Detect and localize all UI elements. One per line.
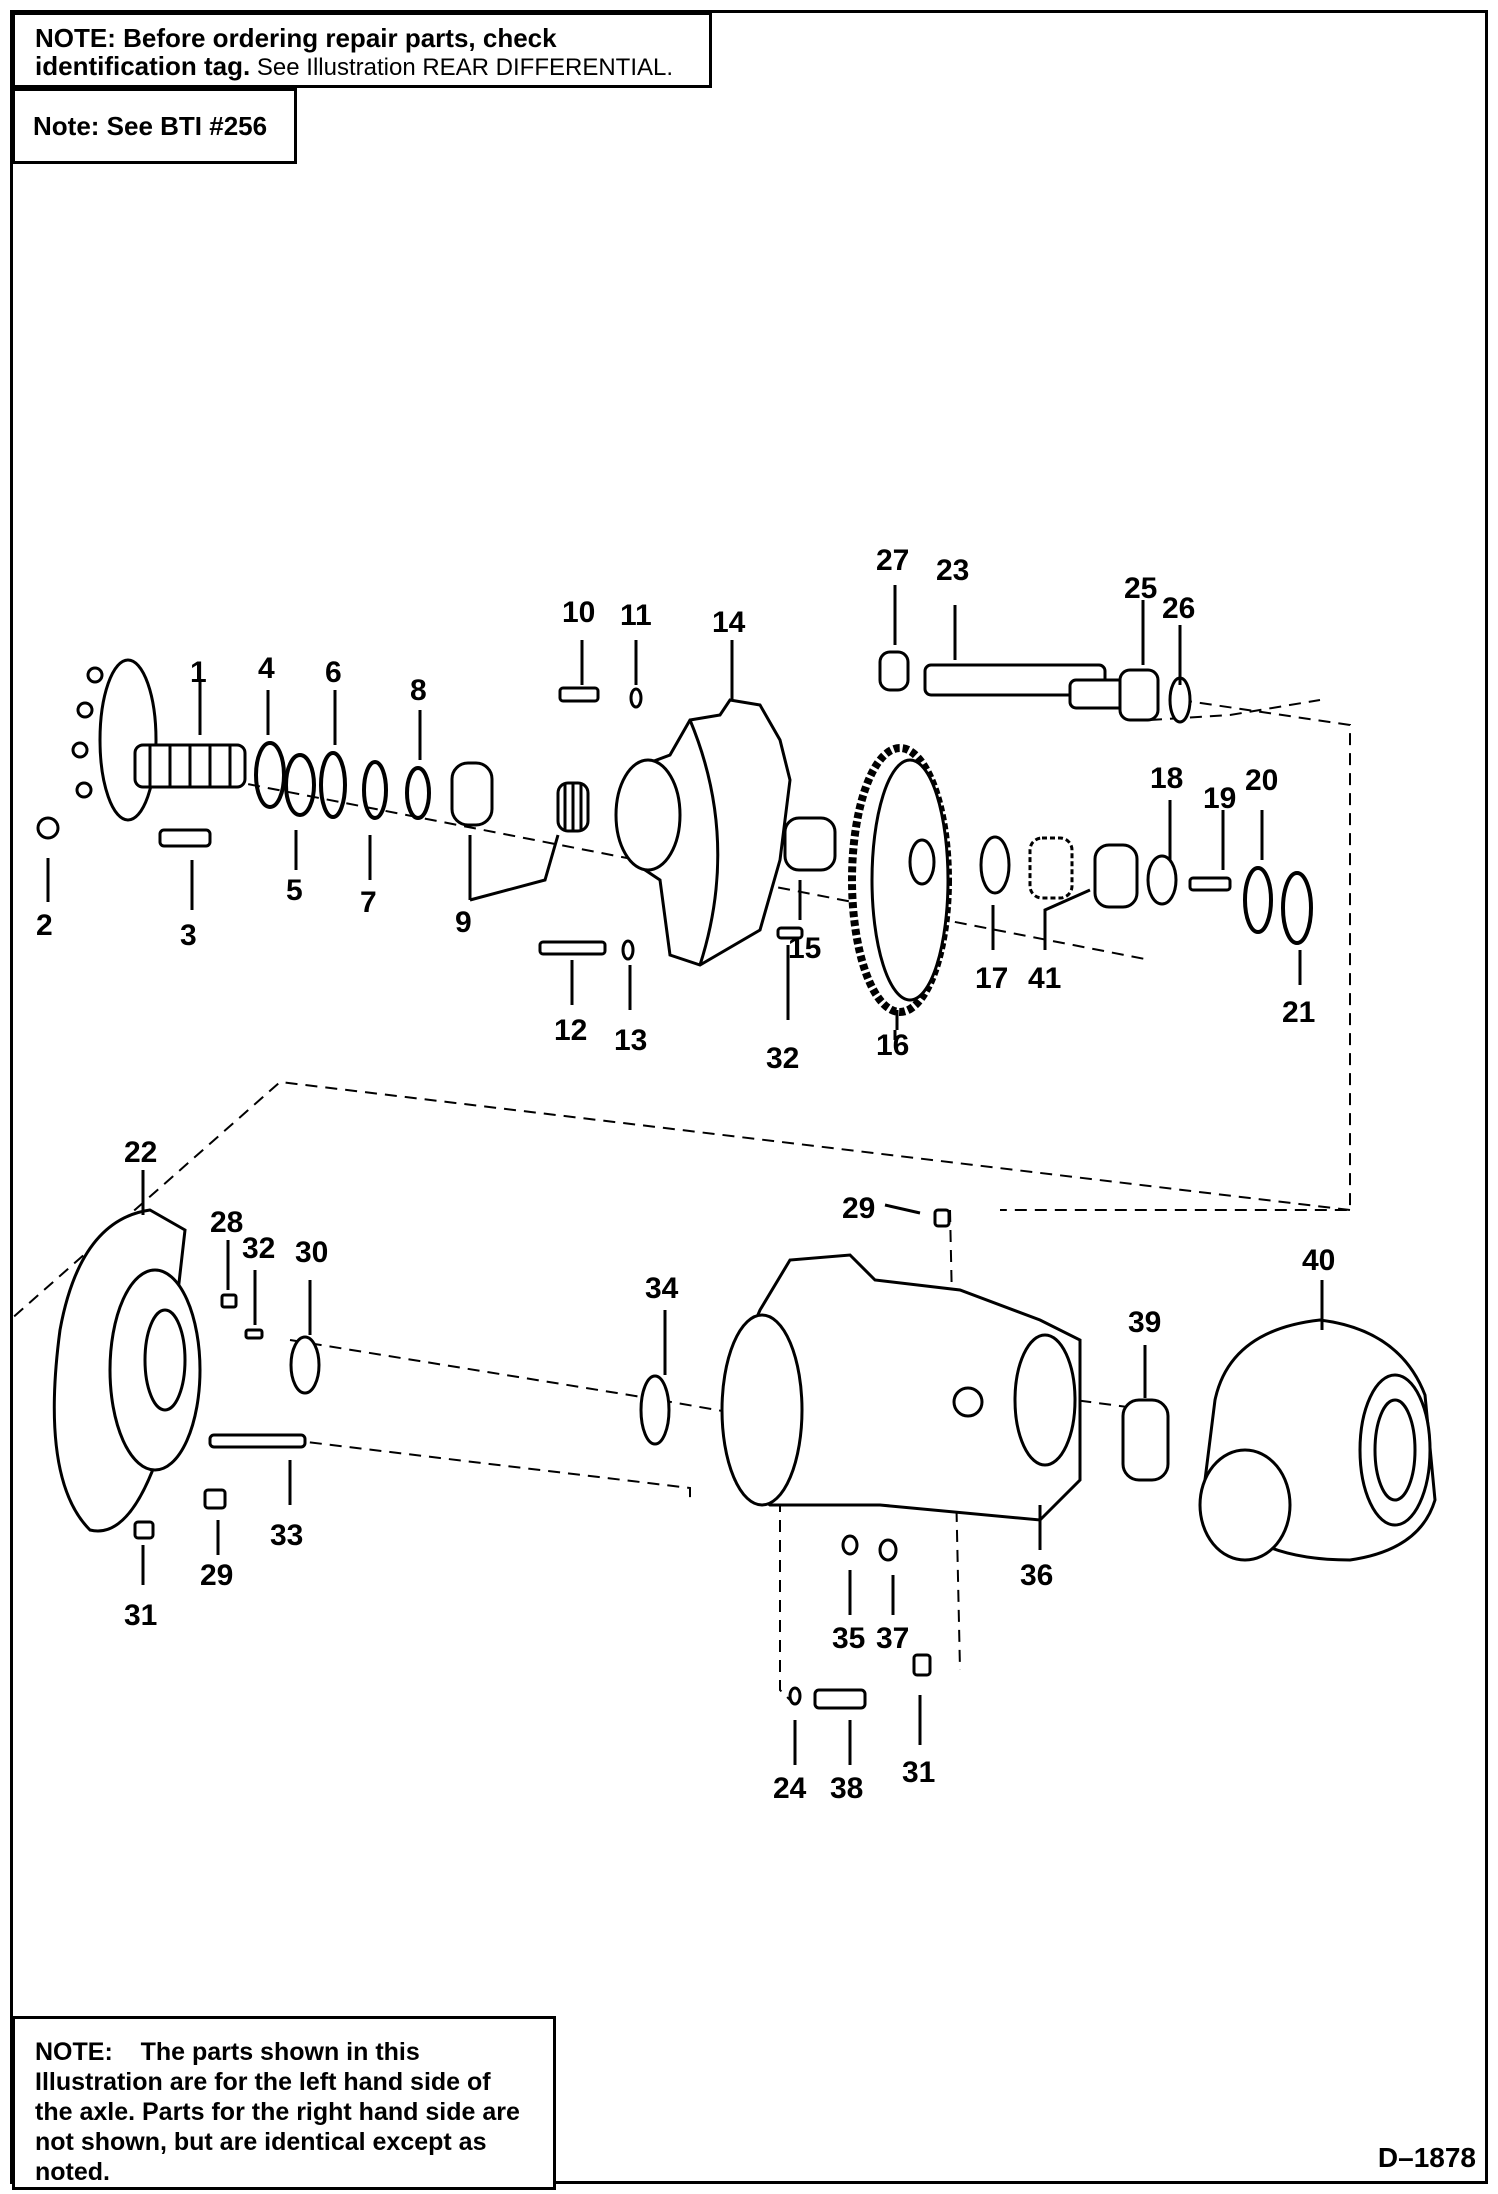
bolt-12 <box>538 940 607 956</box>
part-label-19: 19 <box>1203 782 1236 815</box>
bolt-10 <box>558 686 600 703</box>
part-label-8: 8 <box>410 674 427 707</box>
part-label-35: 35 <box>832 1622 865 1655</box>
part-label-1: 1 <box>190 656 207 689</box>
pin-32-upper <box>776 926 804 940</box>
part-label-27: 27 <box>876 544 909 577</box>
seal-34 <box>639 1374 671 1446</box>
part-label-36: 36 <box>1020 1559 1053 1592</box>
seal-rings <box>254 741 431 820</box>
note-left-hand-side: NOTE: The parts shown in this Illustrati… <box>12 2016 556 2190</box>
fittings-under-housing <box>788 1534 932 1710</box>
part-label-17: 17 <box>975 962 1008 995</box>
part-label-6: 6 <box>325 656 342 689</box>
drawing-frame <box>10 10 1488 2184</box>
part-label-34: 34 <box>645 1272 679 1305</box>
part-label-11: 11 <box>620 599 652 632</box>
part-label-31-left: 31 <box>124 1599 157 1632</box>
part-label-29-lower: 29 <box>200 1559 233 1592</box>
part-label-32-upper: 32 <box>766 1042 799 1075</box>
part-label-5: 5 <box>286 874 303 907</box>
part-label-7: 7 <box>360 886 377 919</box>
washers-11-13 <box>621 687 643 961</box>
part-label-37: 37 <box>876 1622 909 1655</box>
part-label-39: 39 <box>1128 1306 1161 1339</box>
part-label-21: 21 <box>1282 996 1315 1029</box>
part-label-18: 18 <box>1150 762 1183 795</box>
part-label-26: 26 <box>1162 592 1195 625</box>
part-label-28: 28 <box>210 1206 243 1239</box>
note-order-parts-bold: NOTE: Before ordering repair parts, chec… <box>35 23 557 81</box>
part-label-22: 22 <box>124 1136 157 1169</box>
part-label-33: 33 <box>270 1519 303 1552</box>
part-label-38: 38 <box>830 1772 863 1805</box>
note-order-parts: NOTE: Before ordering repair parts, chec… <box>12 12 712 88</box>
part-label-3: 3 <box>180 919 197 952</box>
axle-tube-part <box>1198 1318 1437 1562</box>
part-number-labels: 1 2 3 4 5 6 7 8 9 10 11 12 13 14 15 16 1… <box>36 544 1335 1805</box>
axle-cover-plate-part <box>52 1208 202 1533</box>
wheel-nut-part <box>36 816 60 840</box>
part-label-14: 14 <box>712 606 746 639</box>
note-order-parts-ref: See Illustration REAR DIFFERENTIAL. <box>256 54 674 81</box>
note-lead: NOTE: <box>35 2038 113 2066</box>
part-label-16: 16 <box>876 1029 909 1062</box>
part-label-30: 30 <box>295 1236 328 1269</box>
part-label-29-upper: 29 <box>842 1192 875 1225</box>
bearing-15 <box>783 816 837 872</box>
part-label-15: 15 <box>788 932 821 965</box>
part-label-9: 9 <box>455 906 472 939</box>
part-label-20: 20 <box>1245 764 1278 797</box>
bearing-9 <box>450 761 590 833</box>
part-label-13: 13 <box>614 1024 647 1057</box>
part-label-32-lower: 32 <box>242 1232 275 1265</box>
part-label-41: 41 <box>1028 962 1061 995</box>
note-body: The parts shown in this Illustration are… <box>35 2038 520 2186</box>
leader-lines <box>46 585 1324 1765</box>
small-fittings-left <box>133 1293 321 1540</box>
part-label-31-right: 31 <box>902 1756 935 1789</box>
drawing-number: D–1878 <box>1377 2142 1476 2173</box>
wheel-stud-part <box>158 828 212 848</box>
part-label-4: 4 <box>258 652 275 685</box>
bearing-39 <box>1121 1398 1170 1482</box>
differential-housing-part <box>720 1208 1082 1522</box>
part-label-40: 40 <box>1302 1244 1335 1277</box>
part-label-10: 10 <box>562 596 595 629</box>
part-label-23: 23 <box>936 554 969 587</box>
part-label-24: 24 <box>773 1772 807 1805</box>
part-label-12: 12 <box>554 1014 587 1047</box>
note-bti: Note: See BTI #256 <box>12 88 297 164</box>
planetary-housing-part <box>614 698 792 967</box>
part-label-2: 2 <box>36 909 53 942</box>
part-label-25: 25 <box>1124 572 1157 605</box>
axle-hub-part <box>71 658 247 822</box>
ring-gear-part <box>848 744 952 1016</box>
pinion-shaft-part <box>878 650 1192 724</box>
right-side-small-parts <box>979 835 1313 945</box>
